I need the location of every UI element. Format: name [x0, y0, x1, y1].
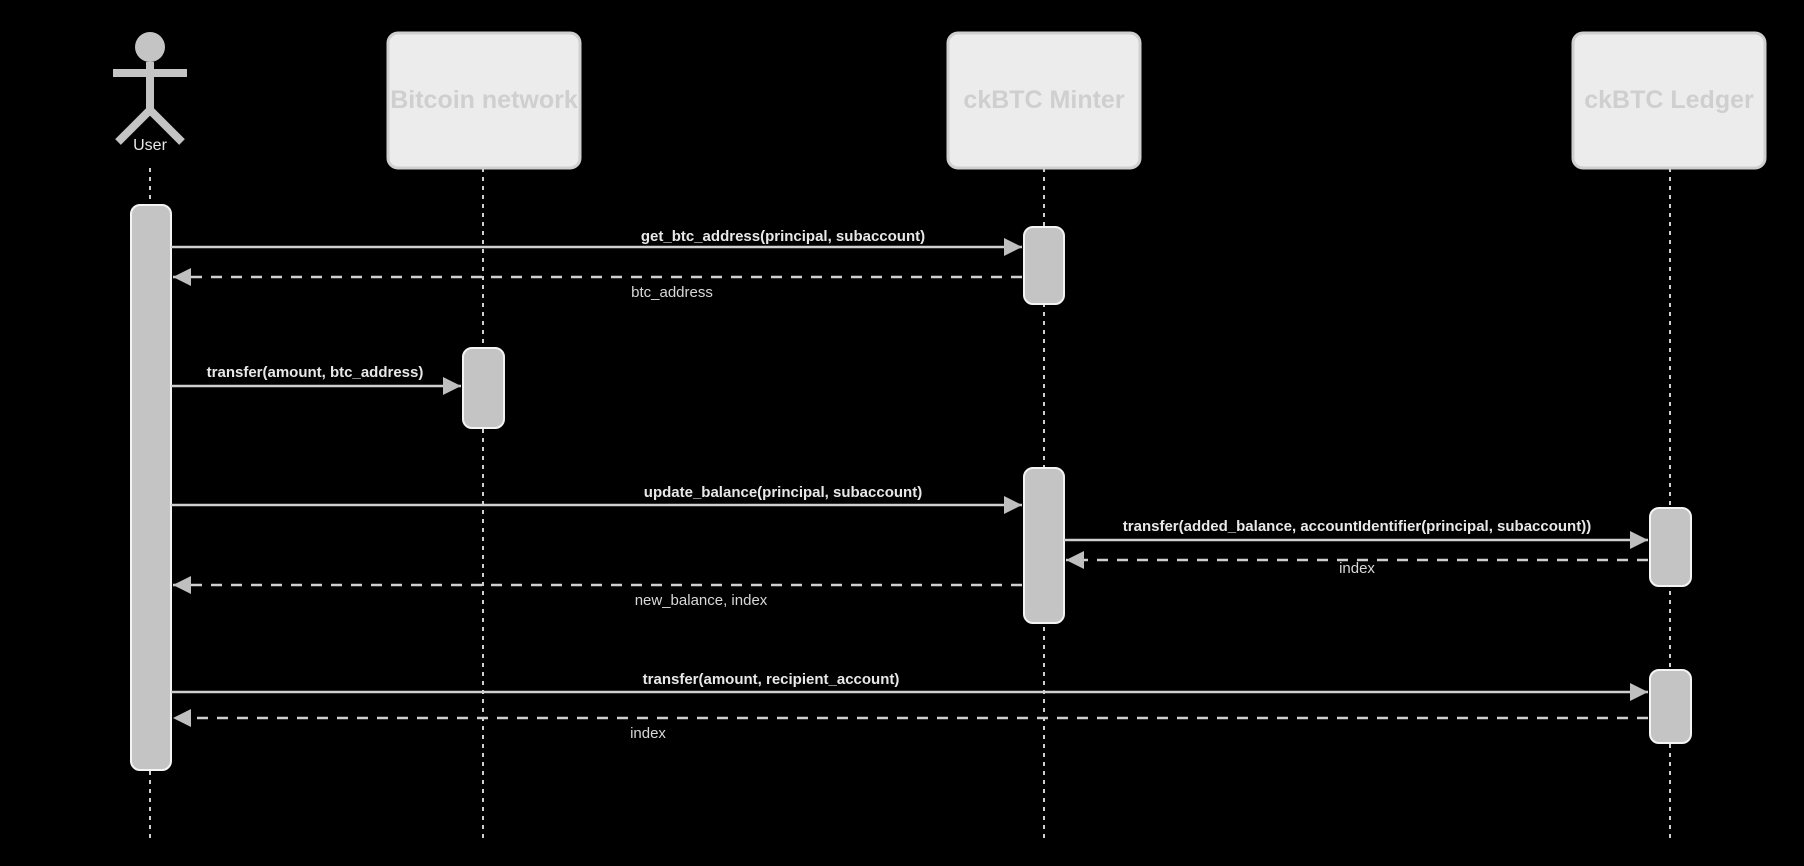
message-msg-3[interactable]: transfer(amount, btc_address) [171, 364, 461, 395]
actor-leg-left-icon [115, 107, 153, 145]
message-label: index [630, 725, 666, 742]
message-msg-8[interactable]: transfer(amount, recipient_account) [171, 671, 1648, 701]
participants-layer: User Bitcoin network ckBTC Minter ckBTC Led… [113, 31, 1767, 170]
arrow-head-icon [443, 377, 461, 395]
participant-label-ledger: ckBTC Ledger [1584, 86, 1754, 114]
activation-bar [1023, 226, 1065, 305]
arrow-head-icon [173, 268, 191, 286]
activation-bar [462, 347, 505, 429]
message-label: index [1339, 560, 1375, 577]
arrow-head-icon [1630, 531, 1648, 549]
participant-user[interactable]: User [113, 32, 187, 154]
activation-bar [1649, 669, 1692, 744]
message-label: transfer(amount, btc_address) [207, 364, 424, 381]
message-msg-2[interactable]: btc_address [173, 268, 1022, 301]
participant-box-minter[interactable] [946, 31, 1142, 170]
message-msg-6[interactable]: index [1066, 551, 1648, 577]
activations-layer [130, 204, 1692, 771]
message-msg-9[interactable]: index [173, 709, 1648, 742]
participant-label-minter: ckBTC Minter [963, 86, 1124, 114]
message-label: btc_address [631, 284, 713, 301]
message-label: transfer(added_balance, accountIdentifie… [1123, 518, 1591, 535]
message-msg-7[interactable]: new_balance, index [173, 576, 1022, 609]
participant-ledger[interactable]: ckBTC Ledger [1571, 31, 1767, 170]
arrow-head-icon [1066, 551, 1084, 569]
participant-bitcoin[interactable]: Bitcoin network [386, 31, 582, 170]
arrow-head-icon [173, 709, 191, 727]
activation-bar [130, 204, 172, 771]
message-label: transfer(amount, recipient_account) [643, 671, 900, 688]
arrow-head-icon [173, 576, 191, 594]
message-label: get_btc_address(principal, subaccount) [641, 228, 925, 245]
actor-head-icon [135, 32, 165, 62]
participant-minter[interactable]: ckBTC Minter [946, 31, 1142, 170]
participant-label-bitcoin: Bitcoin network [390, 86, 578, 114]
participant-box-bitcoin[interactable] [386, 31, 582, 170]
actor-leg-right-icon [147, 107, 185, 145]
message-msg-1[interactable]: get_btc_address(principal, subaccount) [171, 228, 1022, 256]
message-msg-5[interactable]: transfer(added_balance, accountIdentifie… [1064, 518, 1648, 549]
message-msg-4[interactable]: update_balance(principal, subaccount) [171, 484, 1022, 514]
messages-layer: get_btc_address(principal, subaccount) bt… [171, 228, 1648, 742]
arrow-head-icon [1004, 496, 1022, 514]
participant-label-user: User [133, 137, 167, 154]
message-label: update_balance(principal, subaccount) [644, 484, 922, 501]
activation-bar [1023, 467, 1065, 624]
arrow-head-icon [1630, 683, 1648, 701]
message-label: new_balance, index [635, 592, 768, 609]
arrow-head-icon [1004, 238, 1022, 256]
activation-bar [1649, 507, 1692, 587]
participant-box-ledger[interactable] [1571, 31, 1767, 170]
